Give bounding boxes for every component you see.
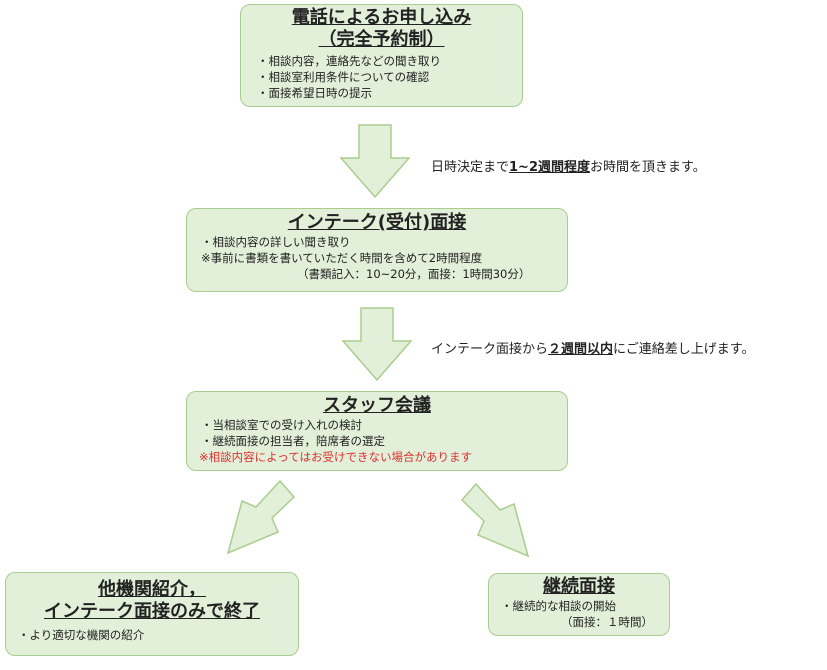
warning-text: ※相談内容によってはお受けできない場合があります [199,450,472,464]
step-detail: ※事前に書類を書いていただく時間を含めて2時間程度 [201,251,483,265]
step-title: スタッフ会議 [323,395,431,416]
outcome-continuing-interview: 継続面接 ・継続的な相談の開始 （面接：１時間） [488,573,670,636]
outcome-title: 継続面接 [543,576,615,597]
note-text: 日時決定まで [431,160,510,175]
outcome-title: インテーク面接のみで終了 [44,601,260,622]
step-detail: ・当相談室での受け入れの検討 [201,418,362,432]
outcome-detail: （面接：１時間） [561,615,653,629]
step-title: 電話によるお申し込み [291,7,472,28]
step-detail: （書類記入：10~20分，面接：1時間30分） [297,267,531,281]
down-arrow-icon [341,307,413,382]
contact-note: インテーク面接から２週間以内にご連絡差し上げます。 [431,338,754,357]
note-text: お時間を頂きます。 [590,160,706,175]
outcome-referral: 他機関紹介， インテーク面接のみで終了 ・より適切な機関の紹介 [5,572,299,656]
timing-note: 日時決定まで1~2週間程度お時間を頂きます。 [431,156,706,175]
step-title: インテーク(受付)面接 [287,212,467,233]
note-emphasis: 1~2週間程度 [509,160,590,175]
outcome-detail: ・継続的な相談の開始 [501,599,616,613]
diagonal-arrow-right-icon [460,482,530,558]
step-detail: ・相談内容の詳しい聞き取り [201,235,351,249]
step-detail: ・面接希望日時の提示 [257,86,372,100]
step-staff-meeting: スタッフ会議 ・当相談室での受け入れの検討 ・継続面接の担当者，陪席者の選定 ※… [186,391,568,471]
step-detail: ・相談内容，連絡先などの聞き取り [257,54,441,68]
outcome-title: 他機関紹介， [98,579,206,600]
step-subtitle: （完全予約制） [318,29,445,50]
step-phone-application: 電話によるお申し込み （完全予約制） ・相談内容，連絡先などの聞き取り ・相談室… [240,4,523,107]
step-detail: ・継続面接の担当者，陪席者の選定 [201,434,385,448]
diagonal-arrow-left-icon [226,479,296,555]
down-arrow-icon [339,124,411,199]
note-emphasis: ２週間以内 [548,342,614,357]
step-detail: ・相談室利用条件についての確認 [257,70,430,84]
step-intake-interview: インテーク(受付)面接 ・相談内容の詳しい聞き取り ※事前に書類を書いていただく… [186,208,568,292]
note-text: にご連絡差し上げます。 [613,342,755,357]
outcome-detail: ・より適切な機関の紹介 [18,628,145,642]
note-text: インテーク面接から [431,342,549,357]
